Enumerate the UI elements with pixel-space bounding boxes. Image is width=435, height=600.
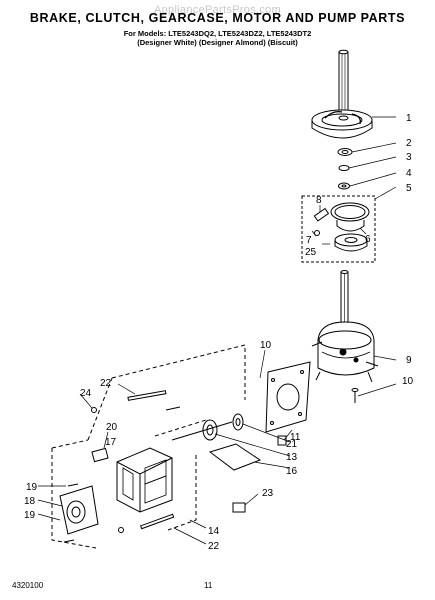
page-title: BRAKE, CLUTCH, GEARCASE, MOTOR AND PUMP … — [29, 11, 406, 25]
callout-21: 21 — [286, 439, 298, 450]
gasket-part-16 — [208, 443, 262, 471]
mounting-plate-part — [265, 361, 311, 433]
clutch-group-box — [301, 195, 376, 263]
callout-13: 13 — [286, 452, 298, 463]
callout-9: 9 — [406, 355, 412, 366]
models-line: For Models: LTE5243DQ2, LTE5243DZ2, LTE5… — [123, 29, 312, 38]
callout-19-upper: 19 — [26, 482, 38, 493]
screw-part-bottom — [118, 527, 124, 533]
callout-16: 16 — [286, 466, 298, 477]
callout-1: 1 — [406, 113, 412, 124]
rod-part-22-upper — [127, 390, 167, 401]
callout-14: 14 — [208, 526, 220, 537]
callout-10-left: 10 — [260, 340, 272, 351]
callout-11: 11 — [290, 432, 301, 443]
pump-part — [59, 485, 99, 535]
colors-line: (Designer White) (Designer Almond) (Bisc… — [137, 38, 298, 47]
nut-part-23 — [232, 502, 246, 513]
callout-10-right: 10 — [402, 376, 414, 387]
callout-20: 20 — [106, 422, 118, 433]
callout-22-upper: 22 — [100, 378, 112, 389]
callout-25: 25 — [305, 247, 317, 258]
washer-part-2 — [337, 148, 353, 156]
page-number: 11 — [204, 581, 213, 590]
document-number: 4320100 — [12, 581, 44, 590]
callout-5: 5 — [406, 183, 412, 194]
screw-part-24 — [91, 407, 97, 413]
callout-3: 3 — [406, 152, 412, 163]
callout-8: 8 — [316, 195, 322, 206]
watermark-text: AppliancePartsPros.com — [153, 4, 282, 16]
callout-7: 7 — [306, 235, 312, 246]
callout-6: 6 — [365, 234, 371, 245]
clip-part-4 — [338, 182, 350, 190]
callout-2: 2 — [406, 138, 412, 149]
callout-18: 18 — [24, 496, 36, 507]
gearcase-part — [311, 270, 379, 383]
pin-part-17 — [165, 406, 181, 411]
callout-24: 24 — [80, 388, 92, 399]
callout-17: 17 — [105, 437, 117, 448]
callout-4: 4 — [406, 168, 412, 179]
callout-labels: 1 2 3 4 5 6 7 8 9 10 10 11 13 14 16 19 1… — [24, 113, 414, 552]
coupling-part — [171, 413, 244, 441]
screw-part-10-right — [351, 388, 359, 403]
callout-22-lower: 22 — [208, 541, 220, 552]
rod-part-22-lower — [140, 513, 175, 530]
callout-19-lower: 19 — [24, 510, 36, 521]
motor-part — [91, 447, 173, 513]
clip-part-11 — [277, 435, 287, 446]
callout-23: 23 — [262, 488, 274, 499]
motor-pump-group-outline — [51, 344, 246, 549]
leader-lines — [37, 116, 397, 545]
screw-part-19 — [63, 483, 79, 543]
brake-shaft-part — [311, 49, 373, 139]
ring-part-3 — [338, 165, 350, 171]
